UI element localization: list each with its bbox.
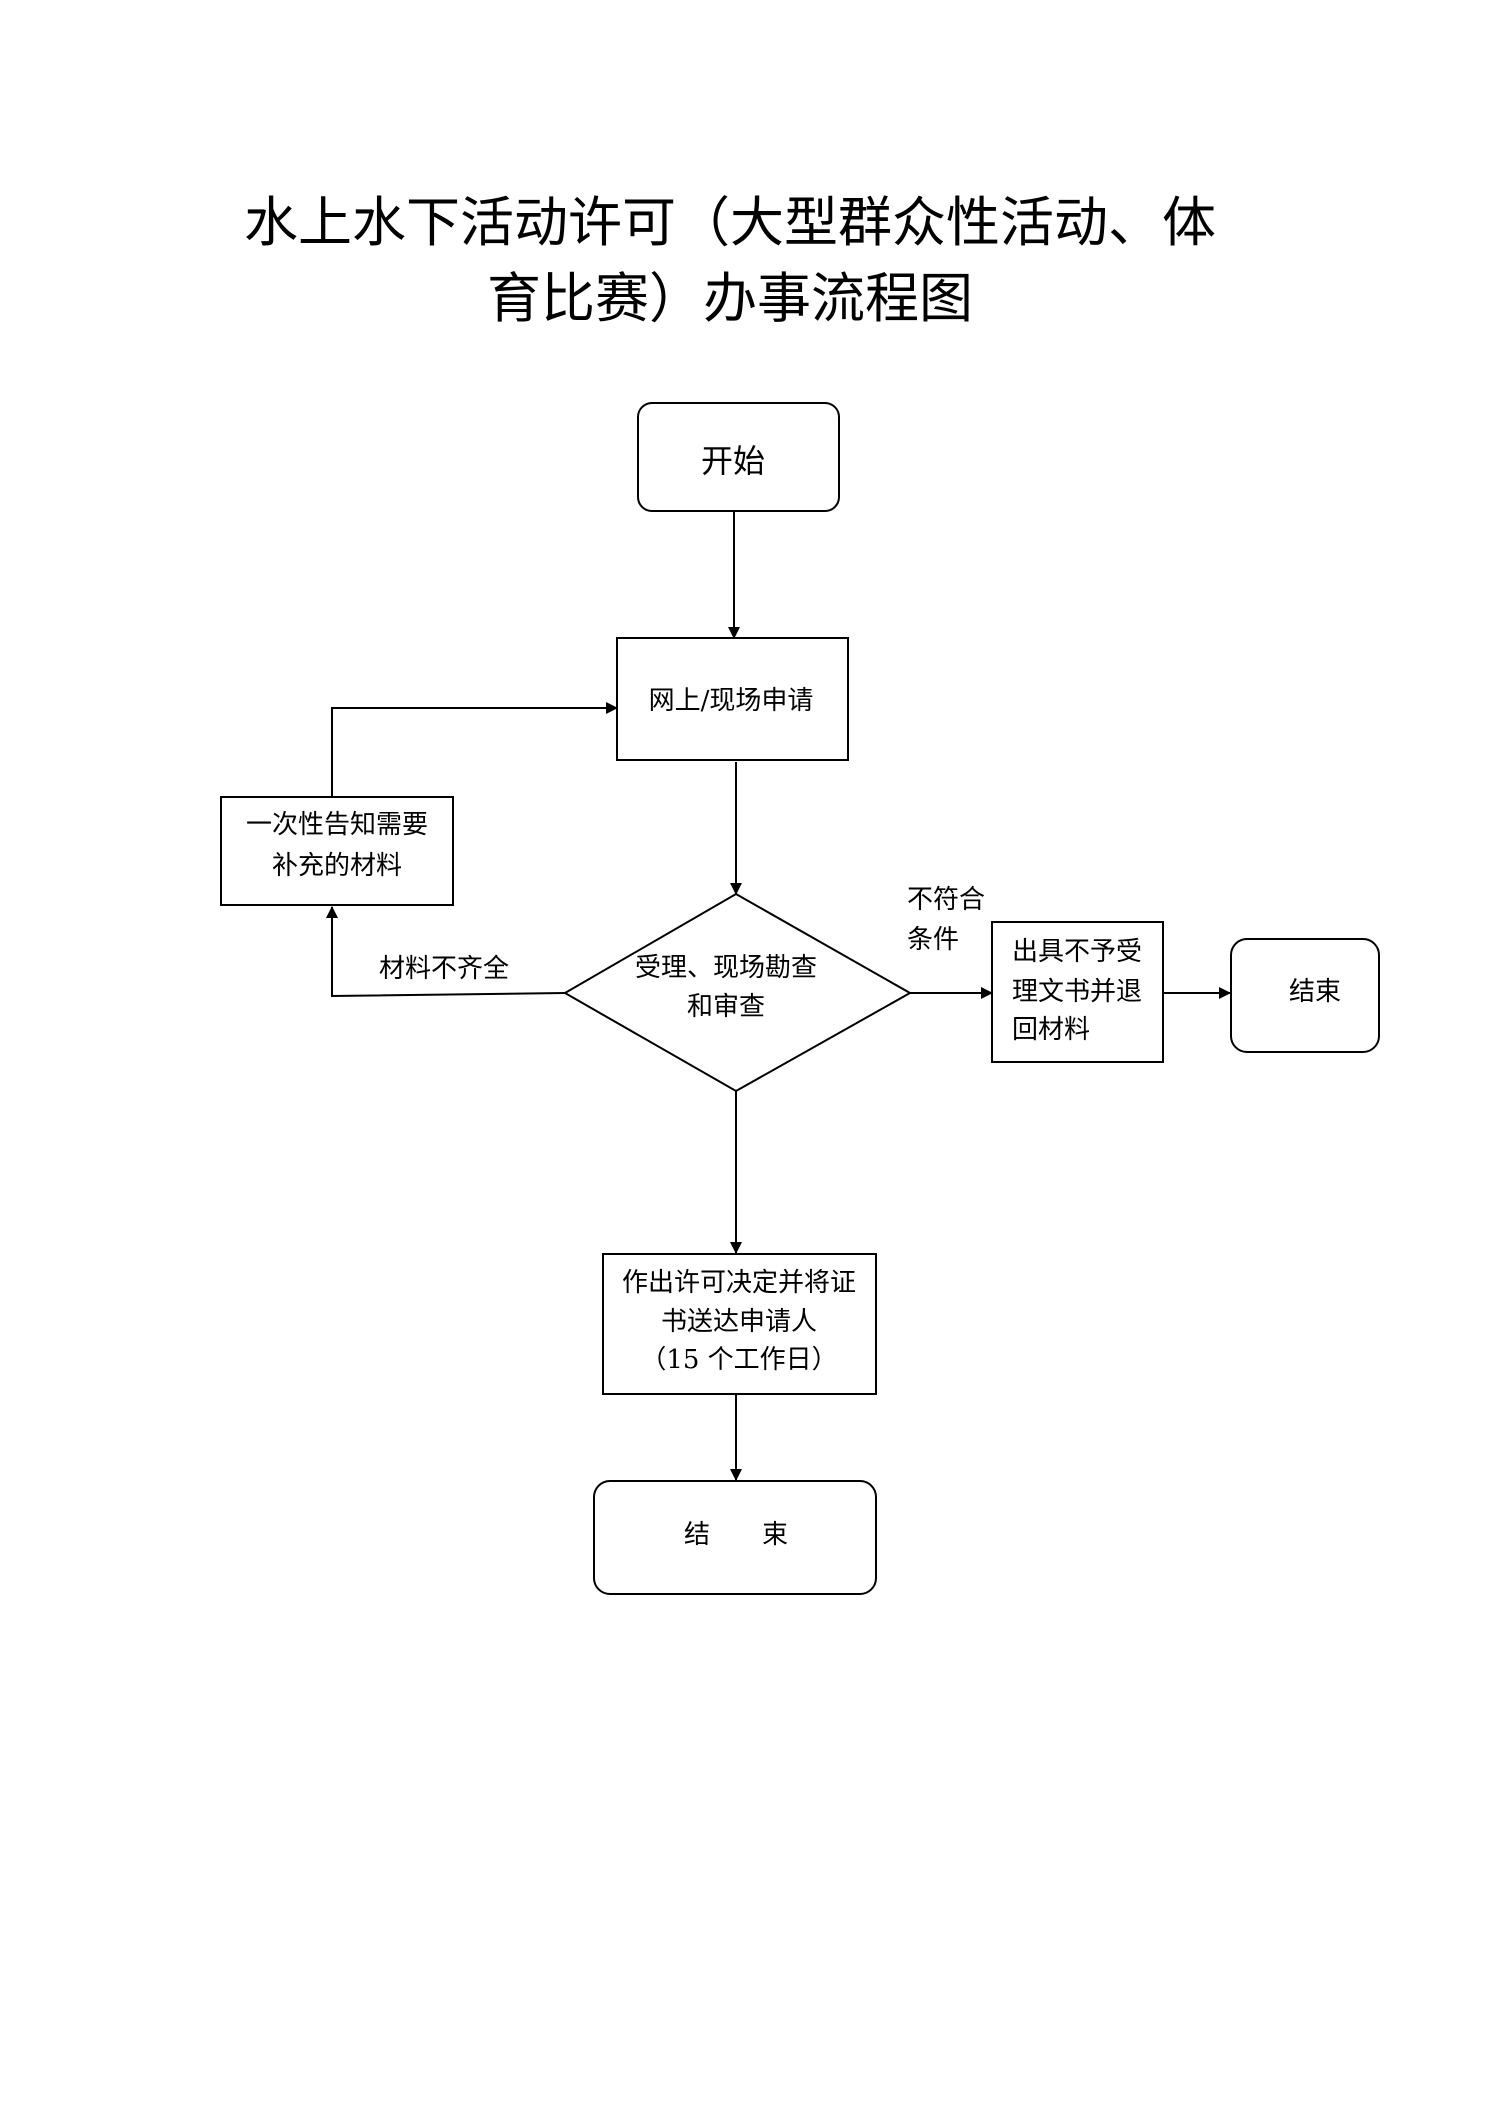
edge-label-not-qualified-line-1: 不符合 — [907, 885, 985, 915]
reject-node-label-line-1: 出具不予受 — [1012, 937, 1142, 967]
end-reject-node: 结束 — [1230, 938, 1380, 1053]
approve-node-label-line-3: （15 个工作日） — [640, 1345, 837, 1375]
page-title-line-1: 水上水下活动许可（大型群众性活动、体 — [244, 191, 1216, 254]
reject-node-label-line-3: 回材料 — [1012, 1015, 1090, 1045]
approve-node-label-line-1: 作出许可决定并将证 — [622, 1268, 856, 1298]
apply-node-label: 网上/现场申请 — [649, 686, 814, 716]
review-node-label-line-2: 和审查 — [687, 992, 765, 1022]
supplement-node-label-line-2: 补充的材料 — [272, 851, 402, 881]
page-title-line-2: 育比赛）办事流程图 — [487, 267, 973, 330]
approve-node-label-line-2: 书送达申请人 — [661, 1307, 817, 1337]
edge-label-not-qualified-line-2: 条件 — [907, 925, 959, 955]
edge-supplement-to-apply — [331, 702, 618, 797]
edge-review-to-supplement — [326, 906, 566, 998]
end-main-node-label: 结 束 — [684, 1520, 788, 1550]
start-node-label: 开始 — [701, 442, 765, 480]
end-reject-node-label: 结束 — [1289, 977, 1341, 1007]
start-node: 开始 — [637, 402, 840, 512]
end-main-node: 结 束 — [593, 1480, 877, 1595]
reject-node: 出具不予受 理文书并退 回材料 — [991, 921, 1164, 1063]
review-node-label-line-1: 受理、现场勘查 — [635, 953, 817, 983]
review-node: 受理、现场勘查 和审查 — [562, 892, 913, 1093]
approve-node: 作出许可决定并将证 书送达申请人 （15 个工作日） — [602, 1253, 877, 1395]
supplement-node: 一次性告知需要 补充的材料 — [220, 796, 454, 906]
apply-node: 网上/现场申请 — [616, 637, 849, 761]
supplement-node-label-line-1: 一次性告知需要 — [246, 810, 428, 840]
reject-node-label-line-2: 理文书并退 — [1012, 977, 1142, 1007]
edge-label-incomplete: 材料不齐全 — [379, 954, 509, 984]
